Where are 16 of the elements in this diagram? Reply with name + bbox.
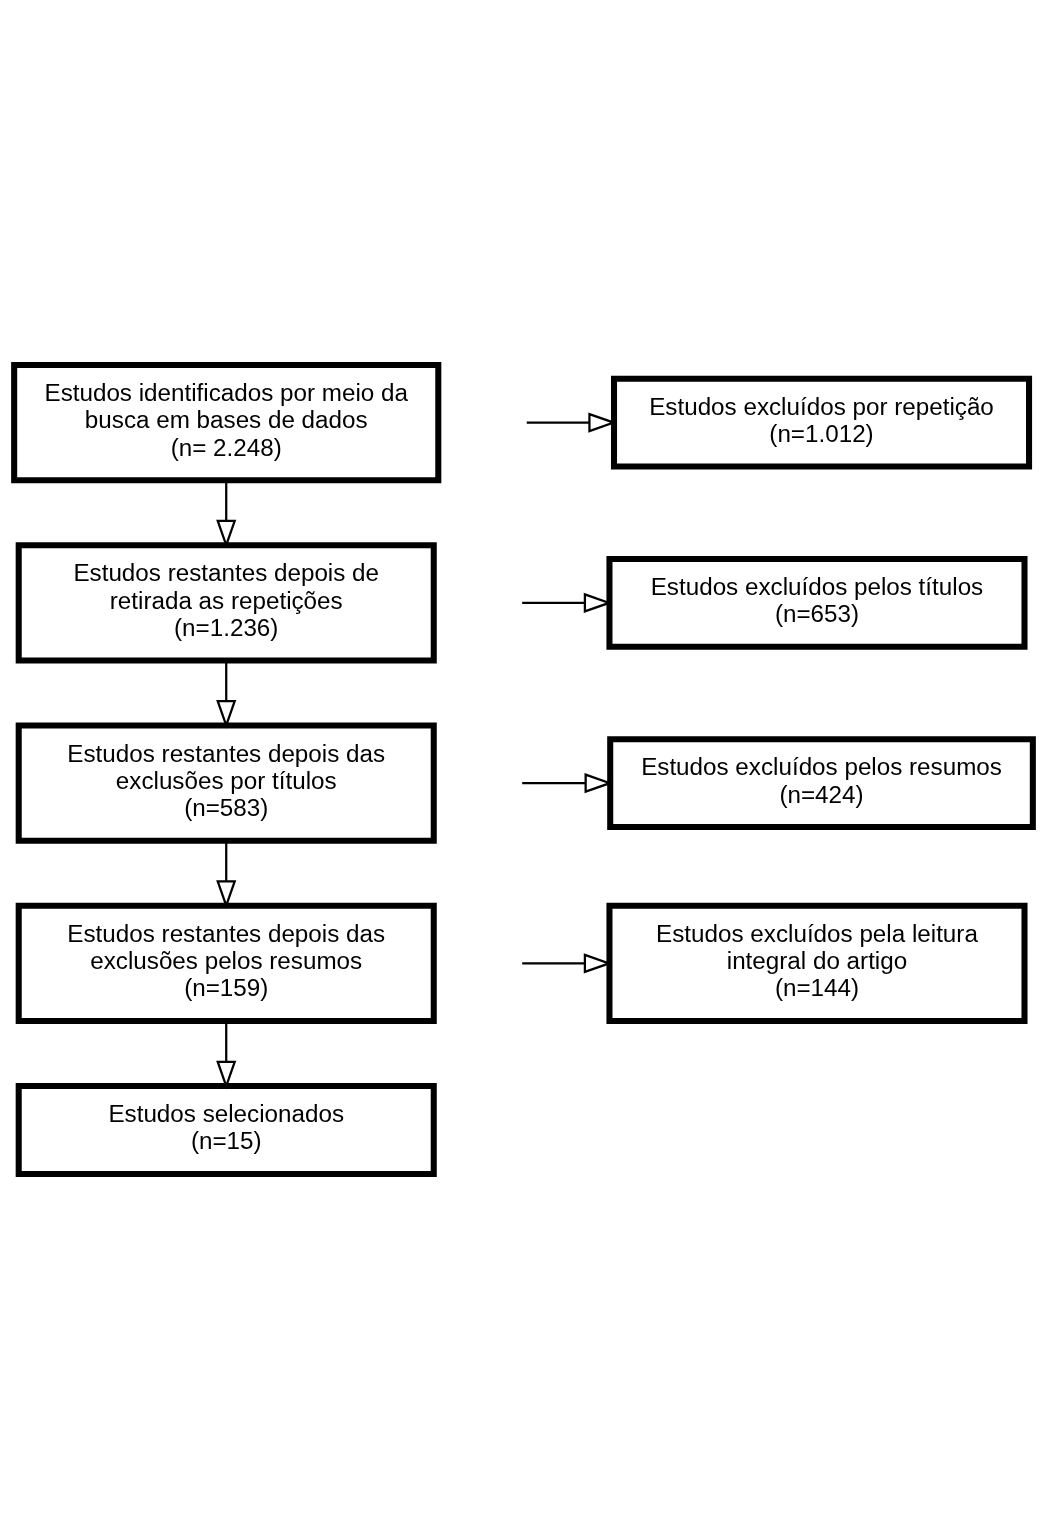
- arrow: [216, 840, 237, 909]
- node-box: Estudos restantes depois das exclusões pelos resumos (n=159): [15, 902, 437, 1024]
- arrow: [522, 953, 613, 974]
- arrow: [216, 660, 237, 729]
- node-box: Estudos excluídos pela leitura integral do artigo (n=144): [606, 902, 1028, 1024]
- node-box: Estudos restantes depois das exclusões por títulos (n=583): [15, 722, 437, 844]
- node-box: Estudos excluídos por repetição (n=1.012): [611, 375, 1033, 470]
- node-box: Estudos excluídos pelos resumos (n=424): [607, 736, 1036, 831]
- node-box: Estudos excluídos pelos títulos (n=653): [606, 555, 1028, 650]
- node-box: Estudos identificados por meio da busca em bases de dados (n= 2.248): [11, 362, 442, 484]
- node-box: Estudos restantes depois de retirada as repetições (n=1.236): [15, 542, 437, 664]
- arrow: [522, 773, 614, 794]
- arrow: [216, 1021, 237, 1090]
- arrow: [216, 480, 237, 549]
- node-box: Estudos selecionados (n=15): [15, 1083, 437, 1177]
- arrow: [522, 592, 613, 613]
